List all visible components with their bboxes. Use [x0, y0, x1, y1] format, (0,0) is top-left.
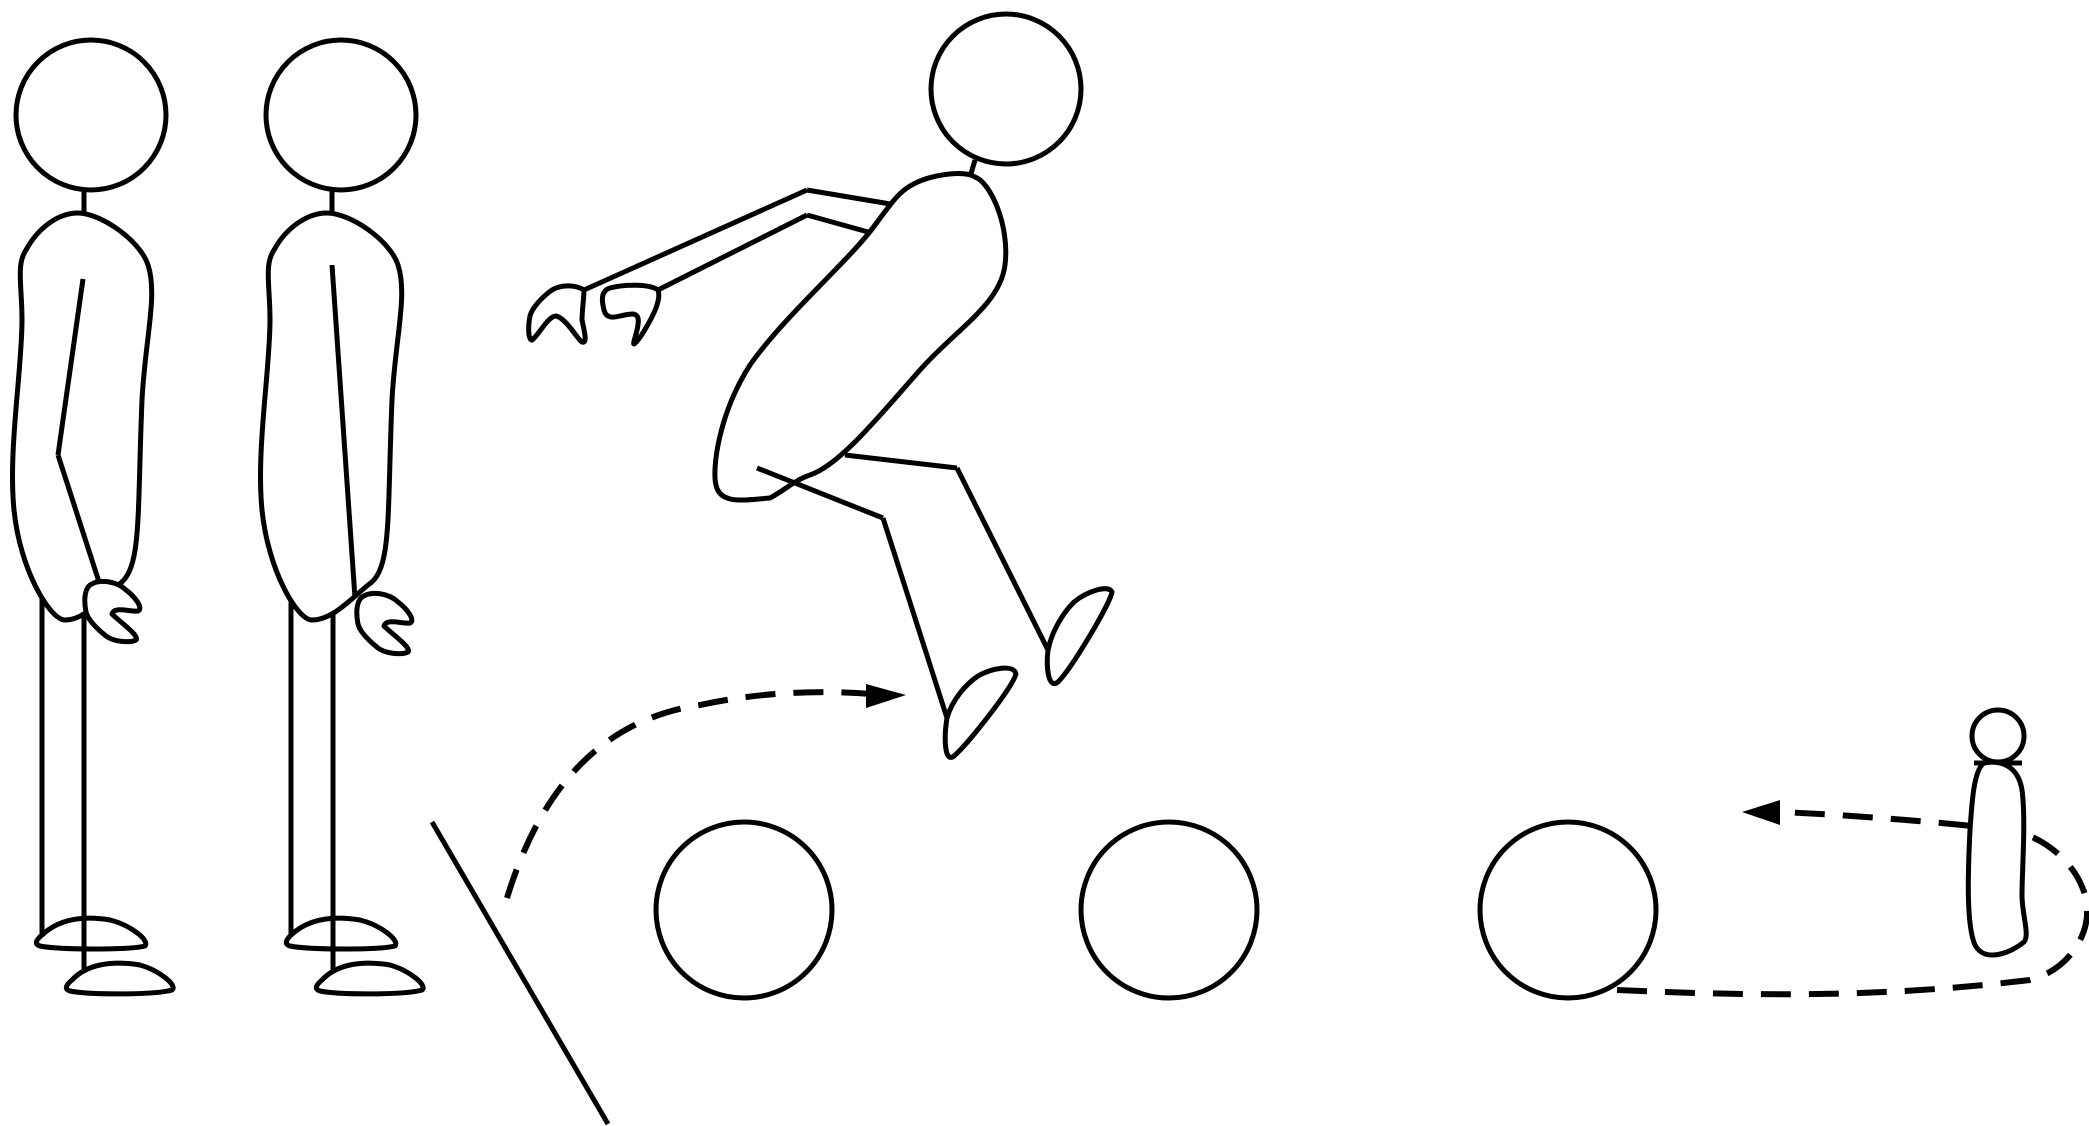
jumper-front-shin: [883, 518, 947, 718]
return-arrowhead: [1742, 800, 1780, 825]
jumper-front-forearm: [658, 215, 807, 290]
jumper-back-foot: [1047, 589, 1112, 684]
ring-1: [656, 822, 832, 998]
jumper-head: [931, 14, 1081, 164]
figure-1-head: [16, 40, 166, 190]
figure-1-back-foot: [36, 918, 145, 949]
jumper-torso: [715, 174, 1006, 500]
small-figure: [1968, 710, 2026, 955]
jump-arrowhead: [866, 684, 906, 708]
jumper-front-upper-arm: [807, 215, 868, 232]
small-figure-head: [1972, 710, 2024, 762]
jump-arc-arrow: [507, 684, 906, 898]
standing-figure-1: [13, 40, 174, 994]
jumping-figure: [529, 14, 1112, 757]
jump-arc-path: [507, 692, 872, 898]
ring-2: [1081, 822, 1257, 998]
small-figure-body: [1968, 762, 2026, 955]
jumper-back-thigh: [845, 455, 957, 468]
figure-2-back-foot: [286, 918, 395, 949]
figure-2-head: [266, 40, 416, 190]
springboard: [432, 822, 608, 1124]
figure-2-hand: [357, 593, 412, 653]
jumper-back-shin: [957, 468, 1048, 650]
jumper-back-hand: [529, 286, 585, 342]
figure-1-body: [13, 213, 152, 620]
ring-3: [1480, 822, 1656, 998]
figure-1-hand: [85, 581, 140, 641]
jumper-front-foot: [945, 668, 1016, 757]
jumper-back-forearm: [584, 190, 807, 290]
standing-figure-2: [261, 40, 424, 994]
jumper-front-hand: [602, 285, 658, 344]
